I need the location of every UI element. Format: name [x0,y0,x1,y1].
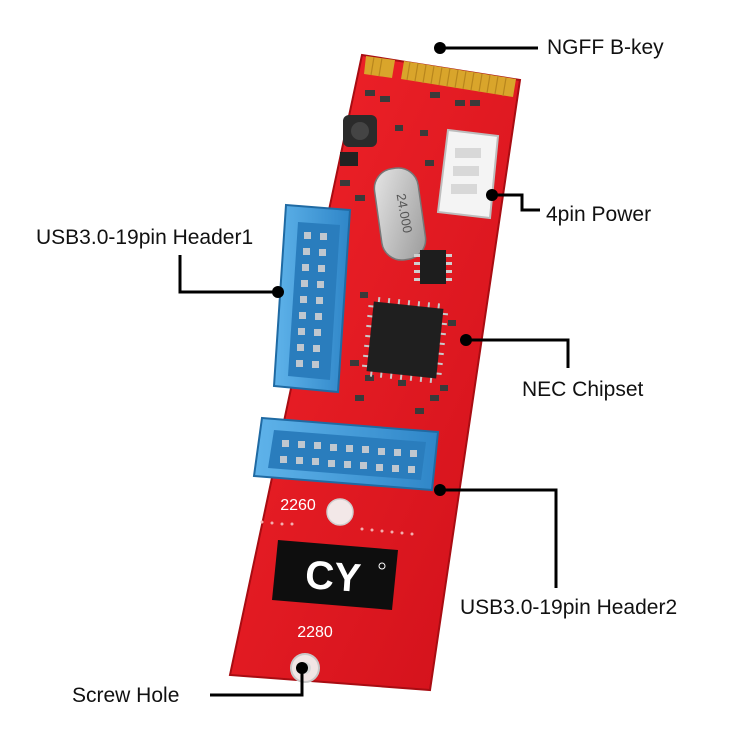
callout-dots [272,42,498,674]
pad-row [260,520,414,536]
label-screw-hole: Screw Hole [72,684,180,707]
crystal-oscillator: 24.000 [373,167,427,261]
label-usb-header-2: USB3.0-19pin Header2 [460,596,678,619]
mount-pad-2260 [326,498,354,526]
small-ic [414,250,452,284]
power-connector [436,128,500,220]
usb-header-2 [252,416,440,492]
transistor [340,152,358,166]
label-4pin-power: 4pin Power [546,203,652,226]
callout-lines [178,46,570,697]
crystal-marking: 24.000 [394,192,416,234]
label-ngff-bkey: NGFF B-key [547,36,664,59]
nec-chipset [361,296,449,384]
edge-connector [364,56,516,97]
logo-panel: CY [272,540,398,610]
smd-components [340,90,480,414]
usb-header-1 [272,203,352,394]
label-usb-header-1: USB3.0-19pin Header1 [36,226,254,249]
mark-2280: 2280 [297,624,333,641]
mark-2260: 2260 [280,497,316,514]
label-nec-chipset: NEC Chipset [522,378,644,401]
brand-logo: CY [304,553,363,601]
